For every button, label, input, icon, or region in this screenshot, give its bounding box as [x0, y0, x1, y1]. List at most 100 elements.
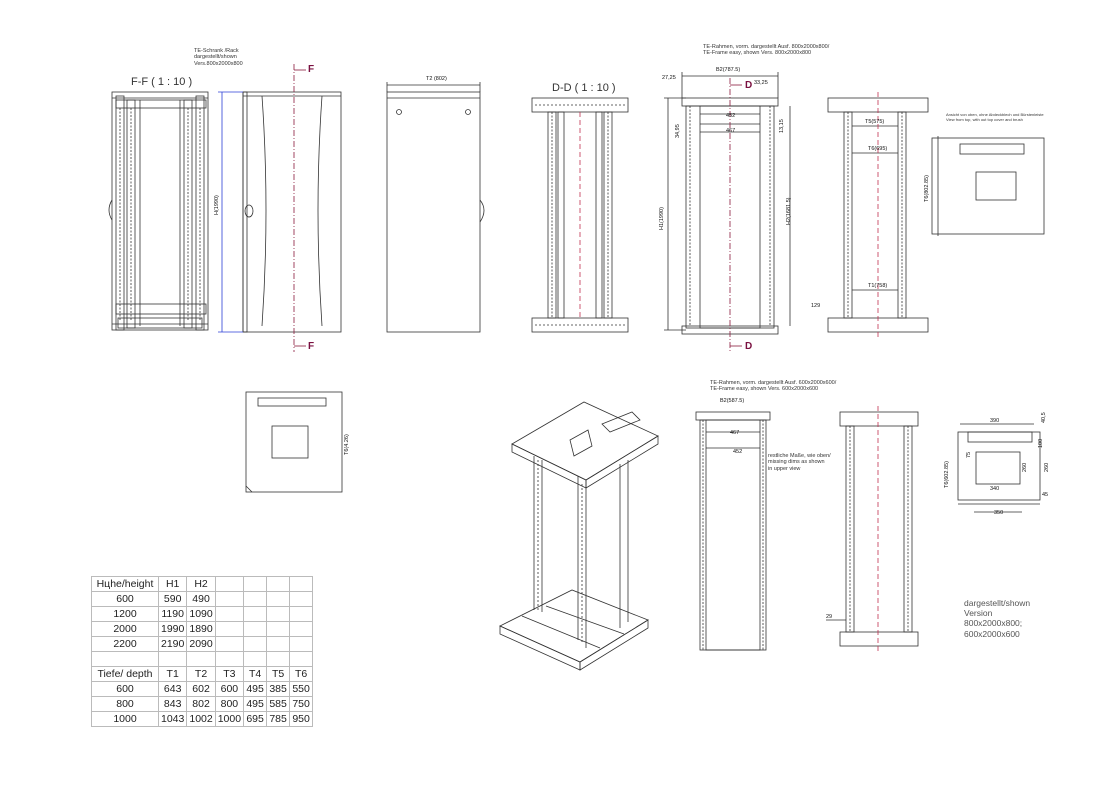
- table-row: 2200 2190 2090: [91, 636, 314, 652]
- table-cell: 600: [91, 591, 159, 607]
- dim-340: 340: [990, 486, 1000, 492]
- note-line: dargestellt/shown: [194, 54, 237, 61]
- section-line-d: [729, 78, 742, 352]
- table-row: 2000 1990 1890: [91, 621, 314, 637]
- table-cell: T3: [214, 666, 245, 682]
- dim-h-ff: H(1990): [214, 195, 220, 215]
- table-cell: 750: [289, 696, 314, 712]
- dim-467-b: 467: [730, 430, 740, 436]
- table-row: 600 643 602 600 495 385 550: [91, 681, 314, 697]
- table-cell: [243, 591, 268, 607]
- table-cell: 643: [157, 681, 188, 697]
- dim-h1: H1(1990): [659, 207, 665, 230]
- dim-100: 100: [1038, 438, 1044, 448]
- table-cell: T5: [266, 666, 291, 682]
- dim-b2-bottom: B2(587.5): [720, 398, 745, 404]
- note-line: TE-Rahmen, vorm. dargestellt Ausf. 600x2…: [710, 380, 837, 386]
- table-cell: 602: [186, 681, 216, 697]
- dim-t6: T6(695): [868, 146, 888, 152]
- dim-40-5: 40,5: [1041, 412, 1047, 423]
- dim-t-top: T6(802.85): [924, 175, 930, 202]
- dim-27-25: 27,25: [662, 75, 676, 81]
- table-cell: [266, 636, 291, 652]
- table-cell: 800: [91, 696, 159, 712]
- shown-version-note: dargestellt/shown Version 800x2000x800; …: [964, 598, 1030, 639]
- table-cell: 550: [289, 681, 314, 697]
- table-cell: 2000: [91, 621, 159, 637]
- note-line: dargestellt/shown: [964, 598, 1031, 608]
- table-cell: 585: [266, 696, 291, 712]
- note-line: 600x2000x600: [964, 628, 1020, 639]
- table-cell: 1002: [186, 711, 216, 727]
- table-cell: [214, 651, 245, 667]
- table-cell: [91, 651, 159, 667]
- table-cell: 1000: [91, 711, 159, 727]
- table-cell: 2190: [157, 636, 188, 652]
- view-frame-side: [827, 92, 929, 338]
- note-line: 800x2000x800;: [964, 618, 1023, 629]
- note-line: TE-Rahmen, vorm. dargestellt Ausf. 800x2…: [703, 44, 830, 50]
- dim-34-95: 34,95: [675, 124, 681, 138]
- table-cell: 1043: [157, 711, 188, 727]
- view-frame-front: [664, 72, 791, 335]
- view-frame-side-2: [826, 406, 919, 652]
- section-line-f: [293, 64, 306, 352]
- table-cell: 600: [91, 681, 159, 697]
- table-cell: Hцhe/height: [91, 576, 159, 592]
- missing-dims-note: restliche Maße, wie oben/ missing dims a…: [768, 453, 831, 472]
- table-cell: [289, 621, 314, 637]
- view-side: [386, 82, 485, 333]
- dim-350: 350: [994, 510, 1004, 516]
- view-frame-front-2: [695, 411, 771, 651]
- dim-t5: T5(575): [865, 119, 885, 125]
- table-cell: [289, 636, 314, 652]
- note-line: restliche Maße, wie oben/: [768, 453, 831, 459]
- table-cell: 1200: [91, 606, 159, 622]
- table-cell: 2090: [186, 636, 216, 652]
- dim-452: 452: [726, 113, 736, 119]
- table-cell: [214, 591, 245, 607]
- table-cell: 950: [289, 711, 314, 727]
- table-cell: [243, 606, 268, 622]
- table-cell: [289, 576, 314, 592]
- table-cell: [289, 606, 314, 622]
- table-cell: [266, 606, 291, 622]
- table-cell: [214, 636, 245, 652]
- dim-45: 45: [1042, 492, 1049, 498]
- section-marker-f-top: F: [308, 64, 315, 75]
- table-row: 800 843 802 800 495 585 750: [91, 696, 314, 712]
- table-cell: H2: [186, 576, 216, 592]
- dim-29: 29: [826, 614, 833, 620]
- view-rack-door: [218, 91, 342, 333]
- frame-top-note: TE-Rahmen, vorm. dargestellt Ausf. 800x2…: [703, 44, 829, 57]
- table-cell: [243, 621, 268, 637]
- note-line: TE-Schrank /Rack: [194, 48, 239, 54]
- table-cell: [289, 591, 314, 607]
- rack-shown-note: TE-Schrank /Rack dargestellt/shown Vers.…: [194, 48, 243, 67]
- dim-260-b: 260: [1044, 462, 1050, 472]
- view-top: [931, 136, 1045, 236]
- table-cell: [214, 621, 245, 637]
- table-cell: [214, 606, 245, 622]
- table-cell: 600: [214, 681, 245, 697]
- dim-129: 129: [811, 303, 821, 309]
- dim-h2: H2(1681.5): [786, 197, 792, 225]
- table-cell: 800: [214, 696, 245, 712]
- table-cell: [243, 651, 268, 667]
- table-cell: 495: [243, 696, 268, 712]
- table-cell: 1890: [186, 621, 216, 637]
- view-top-cover: [245, 391, 343, 493]
- note-line: TE-Frame easy, shown Vers. 600x2000x600: [710, 386, 819, 393]
- table-cell: [266, 591, 291, 607]
- table-cell: 2200: [91, 636, 159, 652]
- dim-260: 260: [1022, 462, 1028, 472]
- frame-bottom-note: TE-Rahmen, vorm. dargestellt Ausf. 600x2…: [710, 380, 836, 393]
- dim-13-15: 13,15: [779, 119, 785, 133]
- table-cell: T6: [289, 666, 314, 682]
- note-line: Ansicht von oben, ohne Abdeckblech und B…: [946, 112, 1044, 117]
- dim-75: 75: [966, 451, 972, 458]
- table-cell: 843: [157, 696, 188, 712]
- table-row: 600 590 490: [91, 591, 314, 607]
- note-line: missing dims as shown: [768, 459, 825, 466]
